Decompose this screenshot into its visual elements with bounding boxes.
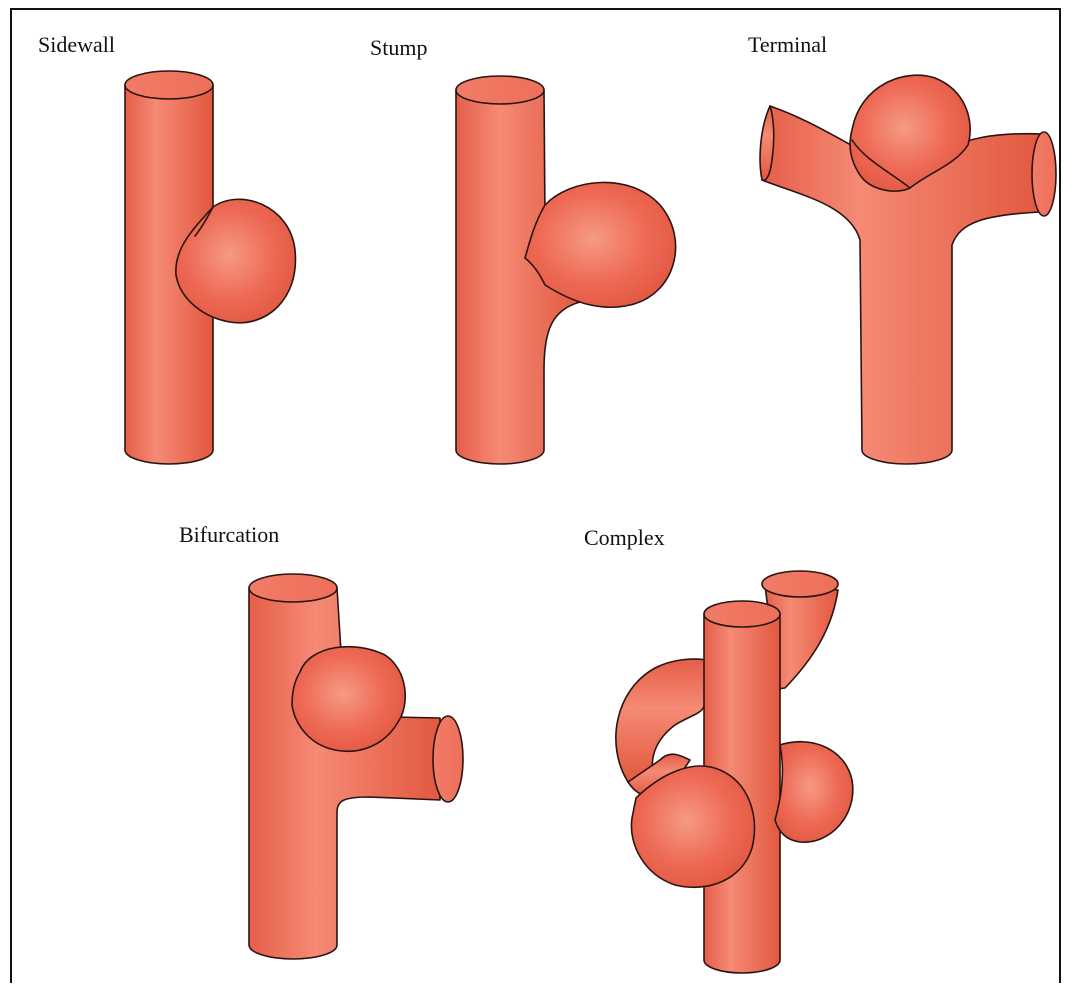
panel-label-terminal: Terminal bbox=[748, 32, 827, 57]
bifurcation-vessel bbox=[249, 574, 463, 959]
panel-label-complex: Complex bbox=[584, 525, 665, 550]
panel-label-sidewall: Sidewall bbox=[38, 32, 115, 57]
panel-label-bifurcation: Bifurcation bbox=[179, 522, 279, 547]
complex-right-aneurysm-sac bbox=[775, 742, 853, 843]
bifurcation-aneurysm-sac bbox=[292, 647, 405, 752]
panel-label-stump: Stump bbox=[370, 35, 427, 60]
